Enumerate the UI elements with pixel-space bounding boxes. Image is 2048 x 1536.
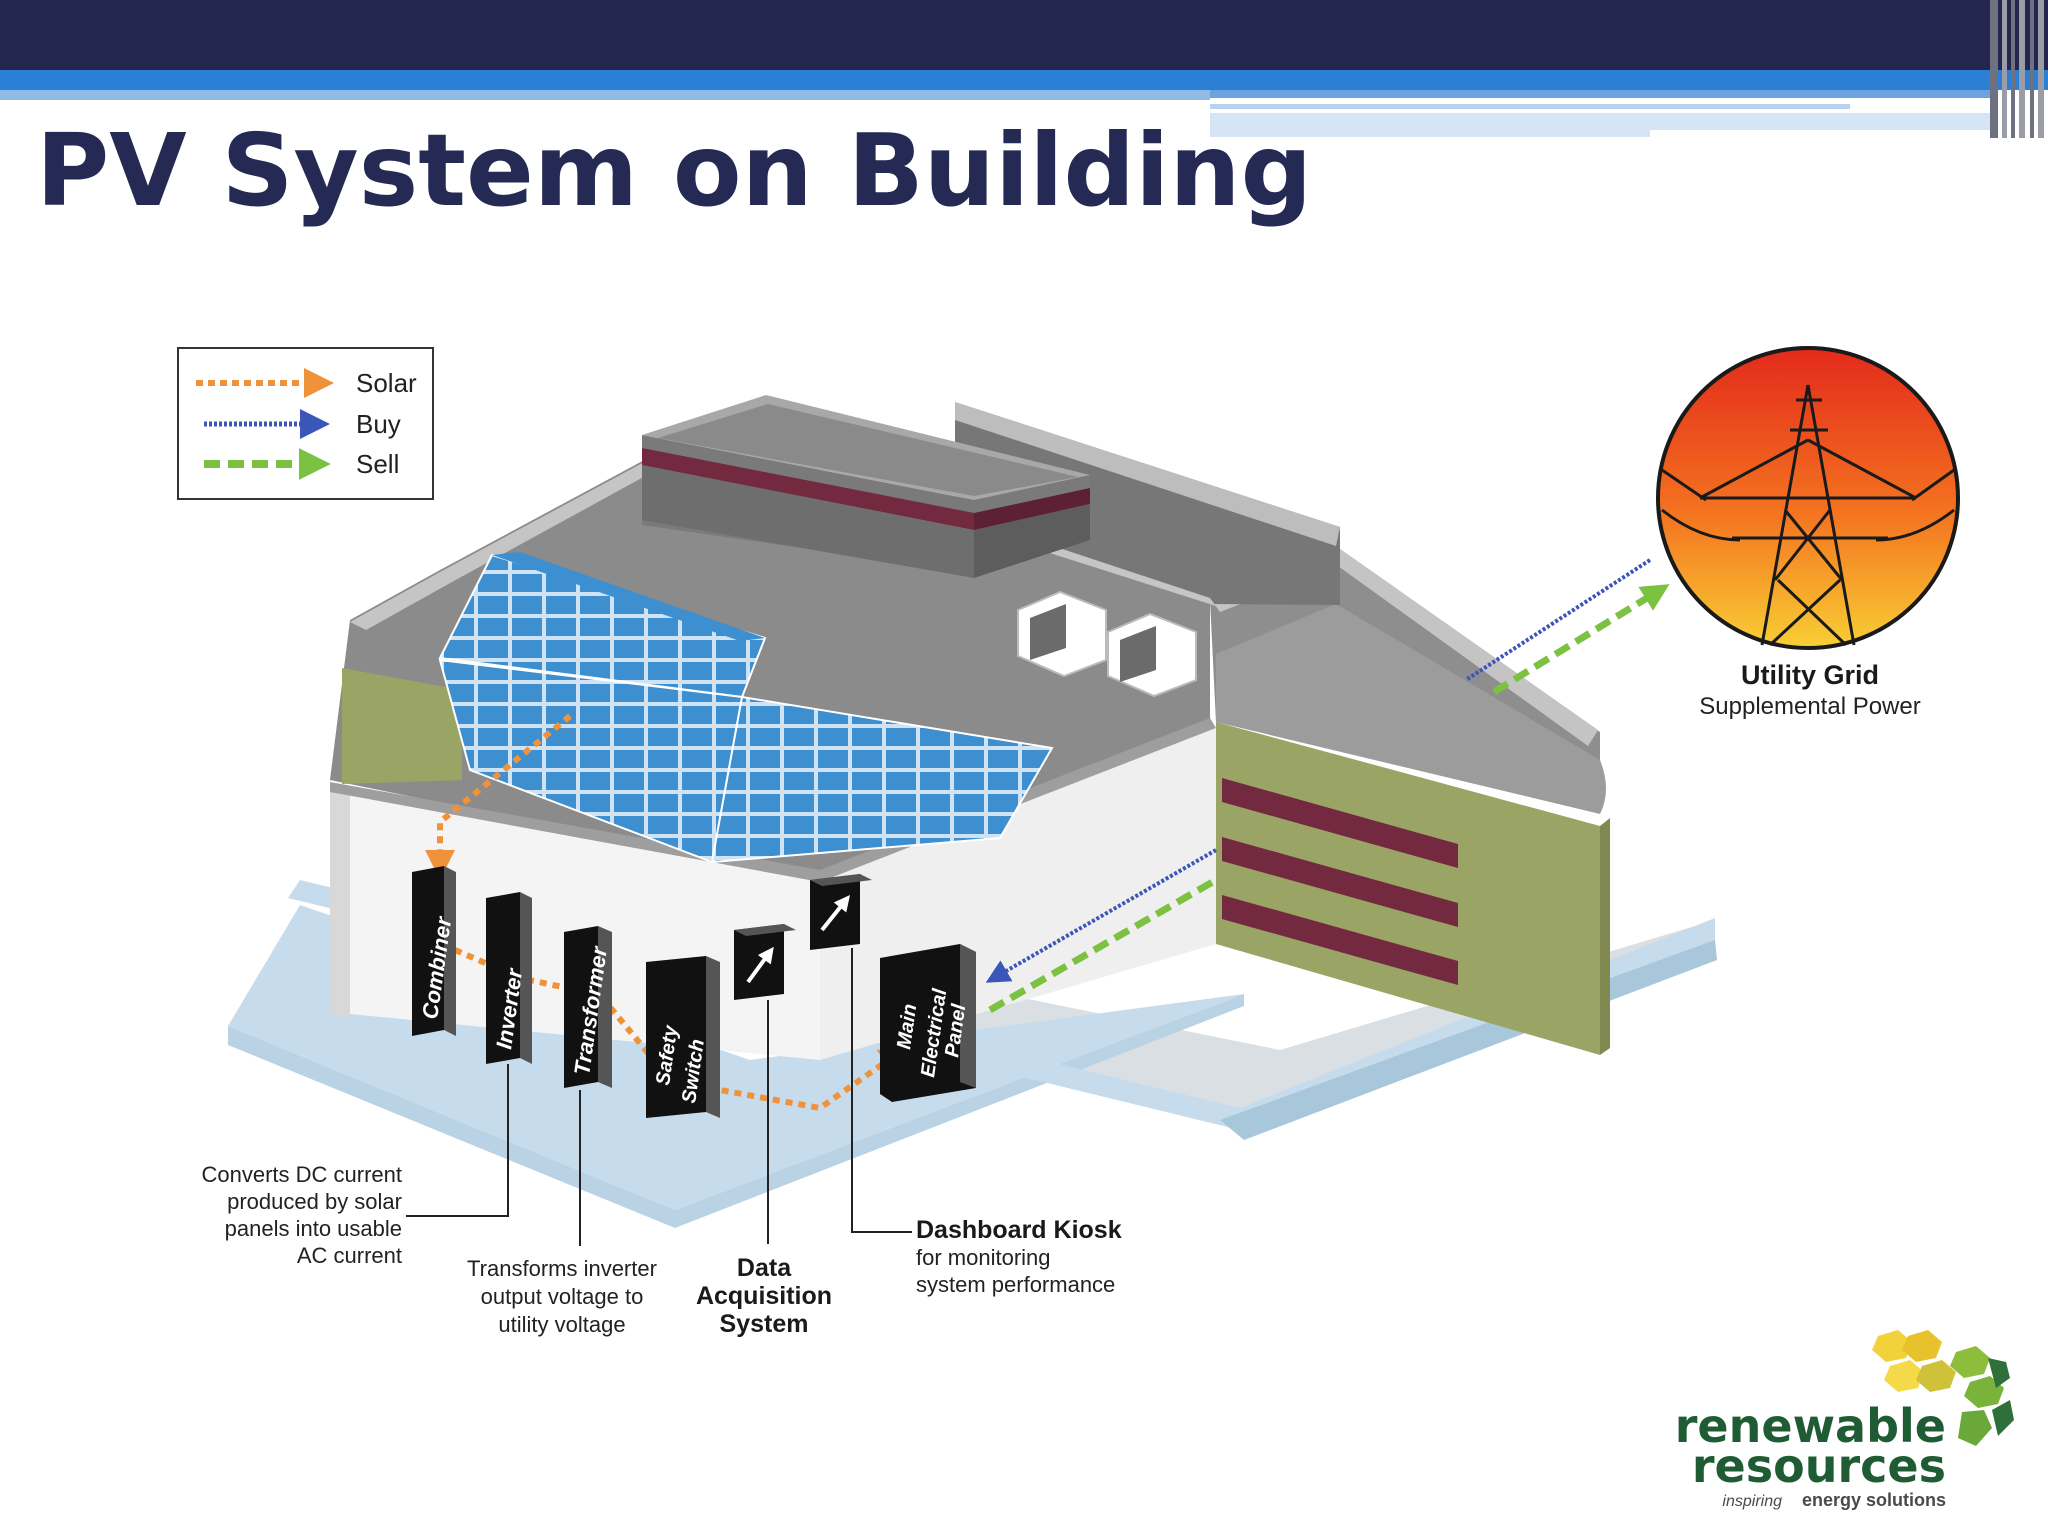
callout-data-acq-line3: System xyxy=(720,1310,809,1338)
sell-flow-to-grid xyxy=(1492,584,1670,695)
legend: Solar Buy Sell xyxy=(177,347,434,500)
callout-lines xyxy=(406,948,912,1246)
solar-panel-array xyxy=(438,552,1054,864)
utility-grid-title: Utility Grid xyxy=(1741,660,1879,690)
equipment-dashboard-kiosk xyxy=(810,874,872,950)
sell-flow-from-building xyxy=(988,876,1218,1014)
callout-transformer: Transforms inverter output voltage to ut… xyxy=(467,1256,657,1337)
callout-kiosk-line1: for monitoring xyxy=(916,1245,1051,1270)
equipment-combiner: Combiner xyxy=(412,866,456,1036)
callout-inverter-line2: produced by solar xyxy=(227,1189,402,1214)
building-illustration: Combiner Inverter Transformer Safety Swi… xyxy=(228,395,1717,1228)
legend-label-sell: Sell xyxy=(356,449,399,479)
callout-inverter-line3: panels into usable xyxy=(225,1216,402,1241)
callout-inverter: Converts DC current produced by solar pa… xyxy=(201,1162,402,1268)
callout-kiosk-line2: system performance xyxy=(916,1272,1115,1297)
callout-transformer-line3: utility voltage xyxy=(498,1312,625,1337)
equipment-inverter: Inverter xyxy=(486,892,532,1064)
roof-vents xyxy=(1017,590,1197,698)
callout-transformer-line2: output voltage to xyxy=(481,1284,644,1309)
buy-flow-to-building xyxy=(985,848,1217,983)
equipment-data-acquisition xyxy=(734,924,796,1000)
renewable-resources-logo: renewable resources inspiring energy sol… xyxy=(1675,1330,2014,1510)
legend-label-buy: Buy xyxy=(356,409,401,439)
equipment-main-electrical-panel: Main Electrical Panel xyxy=(880,944,976,1102)
equipment-safety-switch: Safety Switch xyxy=(646,956,720,1118)
callout-inverter-line4: AC current xyxy=(297,1243,402,1268)
logo-line1: renewable xyxy=(1675,1399,1946,1453)
callout-data-acquisition: Data Acquisition System xyxy=(696,1254,832,1338)
logo-tag1: inspiring xyxy=(1722,1493,1782,1510)
callout-inverter-line1: Converts DC current xyxy=(201,1162,402,1187)
transmission-tower-icon xyxy=(1656,346,1960,650)
callout-data-acq-line1: Data xyxy=(737,1254,792,1282)
utility-grid-subtitle: Supplemental Power xyxy=(1699,693,1920,720)
logo-tag2: energy solutions xyxy=(1802,1490,1946,1510)
callout-dashboard-kiosk: Dashboard Kiosk for monitoring system pe… xyxy=(916,1216,1122,1297)
slide-title: PV System on Building xyxy=(36,112,1313,229)
equipment-transformer: Transformer xyxy=(564,926,612,1088)
logo-line2: resources xyxy=(1692,1439,1946,1493)
callout-kiosk-title: Dashboard Kiosk xyxy=(916,1216,1122,1244)
solar-flow-roof xyxy=(425,713,572,880)
callout-data-acq-line2: Acquisition xyxy=(696,1282,832,1310)
legend-label-solar: Solar xyxy=(356,368,417,398)
buy-flow-from-grid xyxy=(1464,558,1652,682)
callout-transformer-line1: Transforms inverter xyxy=(467,1256,657,1281)
header-bars xyxy=(0,0,2048,138)
hexagon-cluster-icon xyxy=(1872,1330,2014,1446)
